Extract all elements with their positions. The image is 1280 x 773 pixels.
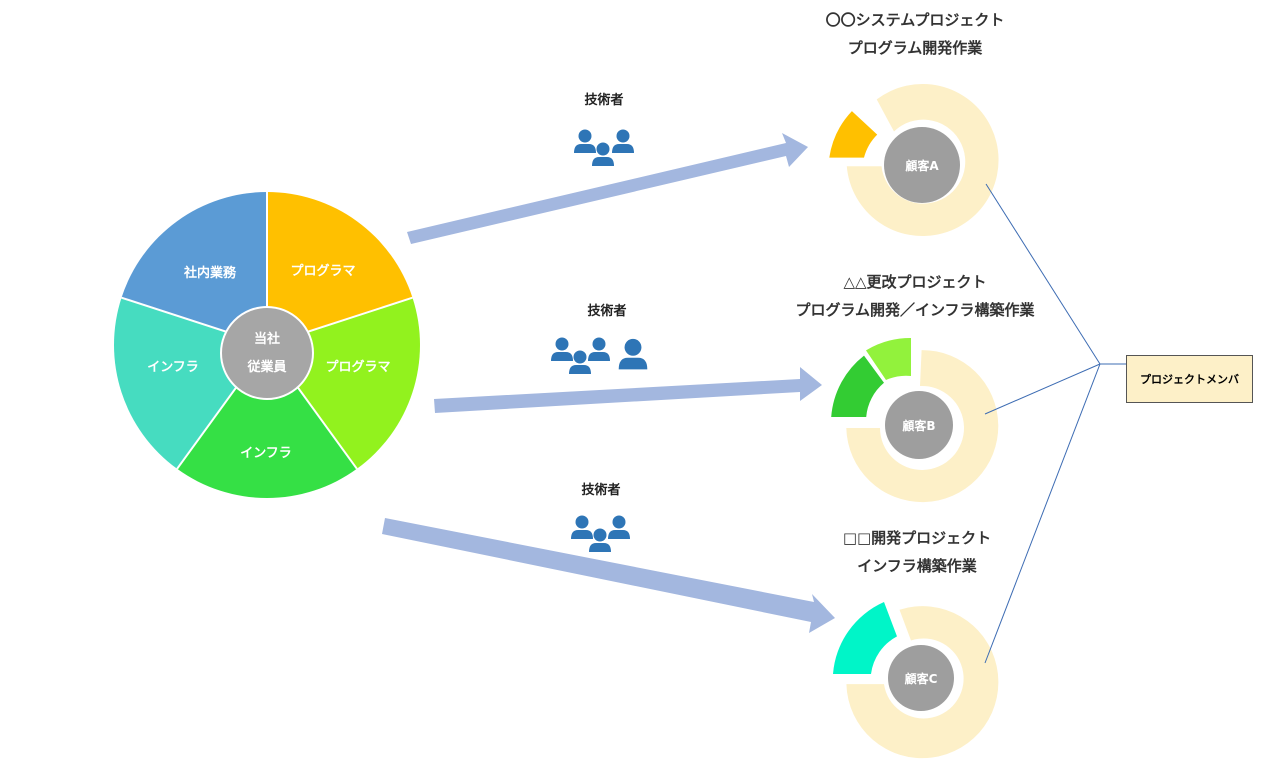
hub-label-company: 当社 — [254, 331, 280, 347]
engineer-label: 技術者 — [587, 303, 626, 319]
client-center-c — [888, 645, 954, 711]
project-title-a: 〇〇システムプロジェクト プログラム開発作業 — [826, 11, 1005, 57]
client-label: 顧客B — [902, 418, 935, 433]
segment-label-programmer-1: プログラマ — [290, 263, 355, 279]
group-of-three-plus-one-person-icon — [551, 337, 648, 374]
client-label: 顧客C — [905, 671, 938, 686]
assigned-segment-infra — [833, 602, 897, 674]
assigned-segment-programmer — [831, 355, 884, 417]
project-capacity-ring — [846, 606, 999, 759]
hub-label-employees: 従業員 — [246, 359, 286, 375]
assignment-arrows — [382, 133, 835, 633]
project-name: △△更改プロジェクト — [843, 273, 986, 291]
client-donut-c: 顧客C — [833, 602, 999, 759]
group-of-three-people-icon — [571, 515, 630, 552]
project-task: プログラム開発／インフラ構築作業 — [795, 301, 1035, 319]
segment-label-internal-work: 社内業務 — [183, 265, 237, 281]
client-donut-b: 顧客B — [831, 337, 999, 503]
assigned-segment-infra — [866, 337, 911, 380]
project-name: 〇〇システムプロジェクト — [826, 11, 1005, 29]
engineer-label: 技術者 — [584, 92, 623, 108]
project-name: □□開発プロジェクト — [843, 529, 991, 547]
segment-label-infra-1: インフラ — [240, 446, 292, 461]
arrow-to-client-a — [407, 133, 808, 244]
project-title-c: □□開発プロジェクト インフラ構築作業 — [843, 529, 991, 575]
client-center-a — [884, 127, 960, 203]
group-of-three-people-icon — [574, 129, 634, 166]
project-capacity-ring — [846, 350, 999, 503]
project-member-label: プロジェクトメンバ — [1140, 373, 1239, 386]
engineer-group-c: 技術者 — [571, 482, 630, 552]
pie-segment-infra-1 — [177, 345, 357, 498]
client-center-b — [885, 391, 953, 459]
pie-segment-internal-work — [121, 192, 267, 345]
client-donut-a: 顧客A — [829, 84, 999, 237]
pie-segment-programmer-1 — [267, 192, 413, 345]
company-hub-circle — [220, 306, 314, 400]
connector-line-b — [984, 363, 1101, 415]
project-member-box: プロジェクトメンバ — [1126, 355, 1253, 403]
company-pie-chart: プログラマ プログラマ インフラ インフラ 社内業務 当社 従業員 — [114, 192, 420, 498]
engineer-group-b: 技術者 — [551, 303, 648, 374]
project-title-b: △△更改プロジェクト プログラム開発／インフラ構築作業 — [795, 273, 1035, 319]
assigned-segment-programmer — [829, 111, 878, 158]
project-member-connectors — [984, 183, 1126, 664]
arrow-to-client-c — [382, 518, 835, 633]
engineer-label: 技術者 — [581, 482, 620, 498]
arrow-to-client-b — [434, 367, 822, 413]
engineer-group-a: 技術者 — [574, 92, 634, 166]
client-label: 顧客A — [905, 158, 939, 173]
project-capacity-ring — [846, 84, 999, 237]
connector-line-a — [985, 183, 1101, 365]
segment-label-infra-2: インフラ — [147, 360, 199, 375]
project-task: プログラム開発作業 — [848, 39, 984, 57]
connector-line-c — [984, 363, 1101, 664]
project-task: インフラ構築作業 — [857, 557, 978, 575]
segment-label-programmer-2: プログラマ — [325, 359, 390, 375]
